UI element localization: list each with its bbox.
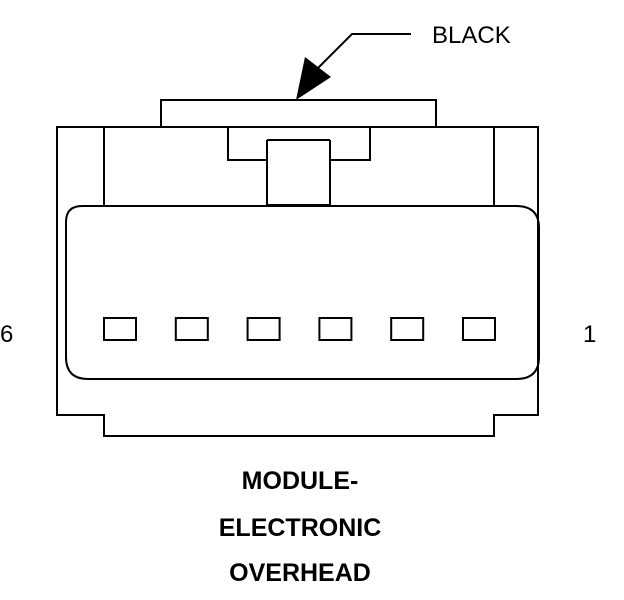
latch-block [227,127,371,206]
pin-terminal-1 [462,317,496,341]
pin-terminal-5 [174,317,209,341]
pin-terminals [103,317,496,341]
pin-terminal-3 [318,317,353,341]
caption-line-3: OVERHEAD [229,559,371,587]
callout-arrowhead [296,57,331,100]
pin-cavity [65,205,540,380]
pin-1-label: 1 [583,321,597,348]
color-callout-label: BLACK [432,22,511,49]
pin-terminal-6 [103,317,137,341]
pin-6-label: 6 [0,321,14,348]
pin-terminal-2 [390,317,425,341]
caption-line-2: ELECTRONIC [218,514,382,542]
locking-tab [160,99,437,127]
pin-terminal-4 [246,317,281,341]
callout-leader-line [317,33,411,69]
connector-housing [56,126,539,437]
caption-line-1: MODULE- [241,467,359,495]
